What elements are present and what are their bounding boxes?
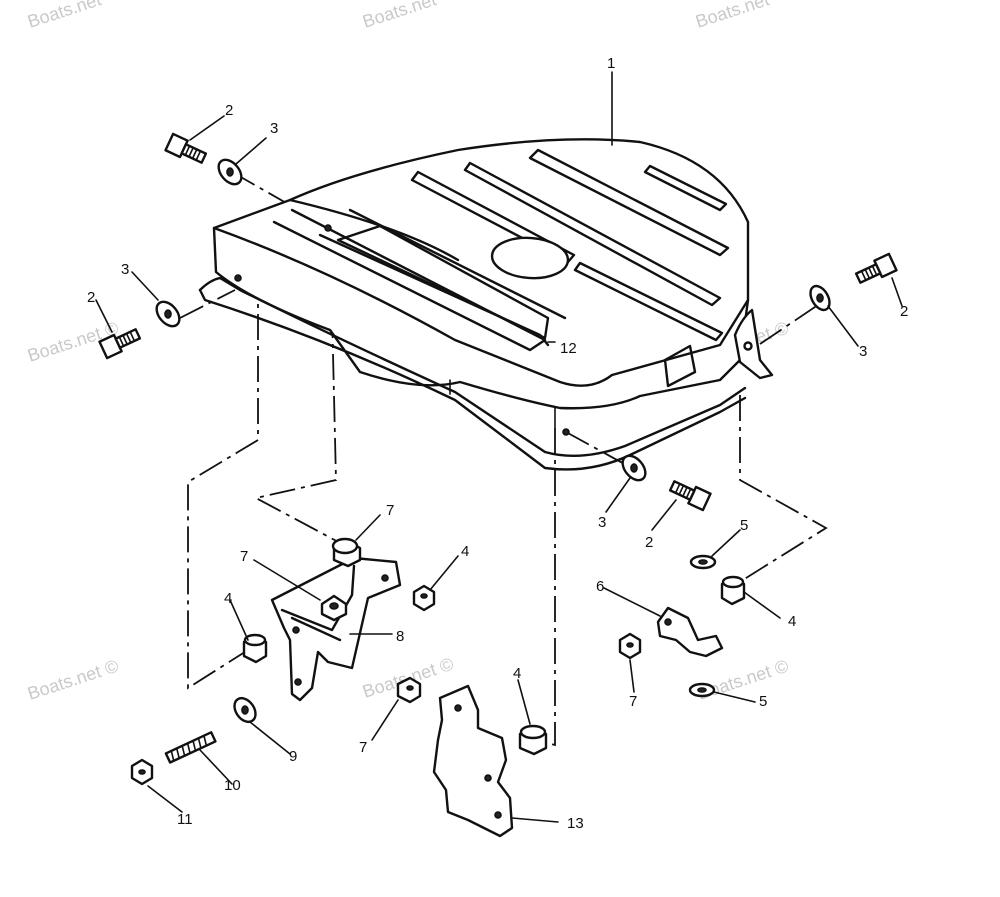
small-bracket — [656, 606, 724, 658]
washer — [621, 454, 647, 482]
bracket-bottom — [432, 684, 514, 838]
callout-11: 11 — [177, 811, 193, 828]
callout-4: 4 — [224, 590, 232, 607]
bolt — [668, 480, 712, 512]
callout-8: 8 — [396, 628, 404, 645]
callout-3: 3 — [598, 514, 606, 531]
bracket-left — [270, 556, 402, 702]
cover-housing — [198, 138, 774, 471]
rubber-spacer — [518, 724, 548, 756]
callout-3: 3 — [859, 343, 867, 360]
callout-7: 7 — [240, 548, 248, 565]
assembly-lines — [179, 171, 828, 747]
bolt — [164, 132, 208, 164]
callout-2: 2 — [87, 289, 95, 306]
rubber-spacer — [720, 575, 746, 606]
callout-7: 7 — [629, 693, 637, 710]
callout-13: 13 — [567, 815, 584, 832]
callout-12: 12 — [560, 340, 577, 357]
callout-labels: 1 2 3 3 2 2 3 12 3 2 7 7 4 4 8 5 6 4 7 5… — [87, 55, 908, 832]
callout-4: 4 — [513, 665, 521, 682]
nut — [618, 632, 642, 660]
rubber-spacer — [242, 633, 268, 664]
watermark: Boats.net © — [25, 656, 121, 704]
callout-2: 2 — [900, 303, 908, 320]
callout-7: 7 — [386, 502, 394, 519]
spacer — [331, 537, 362, 568]
callout-4: 4 — [461, 543, 469, 560]
washer — [217, 158, 243, 186]
watermark: Boats.net © — [695, 656, 791, 704]
callout-6: 6 — [596, 578, 604, 595]
callout-1: 1 — [607, 55, 615, 72]
nut — [396, 676, 422, 704]
nut — [130, 758, 154, 786]
callout-4: 4 — [788, 613, 796, 630]
threaded-stud — [164, 731, 217, 764]
watermark: Boats.net — [25, 0, 104, 32]
washer — [233, 696, 257, 724]
callout-2: 2 — [225, 102, 233, 119]
callout-3: 3 — [121, 261, 129, 278]
callout-5: 5 — [759, 693, 767, 710]
flat-washer — [688, 682, 716, 698]
callout-10: 10 — [224, 777, 241, 794]
washer — [809, 284, 831, 312]
callout-3: 3 — [270, 120, 278, 137]
nut — [412, 584, 436, 612]
washer — [155, 300, 181, 328]
callout-2: 2 — [645, 534, 653, 551]
watermark: Boats.net — [693, 0, 772, 32]
callout-9: 9 — [289, 748, 297, 765]
callout-7: 7 — [359, 739, 367, 756]
callout-5: 5 — [740, 517, 748, 534]
bolt — [854, 252, 898, 284]
watermark: Boats.net — [360, 0, 439, 32]
leader-lines — [95, 71, 903, 823]
spacer — [320, 594, 348, 622]
bolt — [98, 328, 142, 360]
flat-washer — [689, 554, 717, 570]
